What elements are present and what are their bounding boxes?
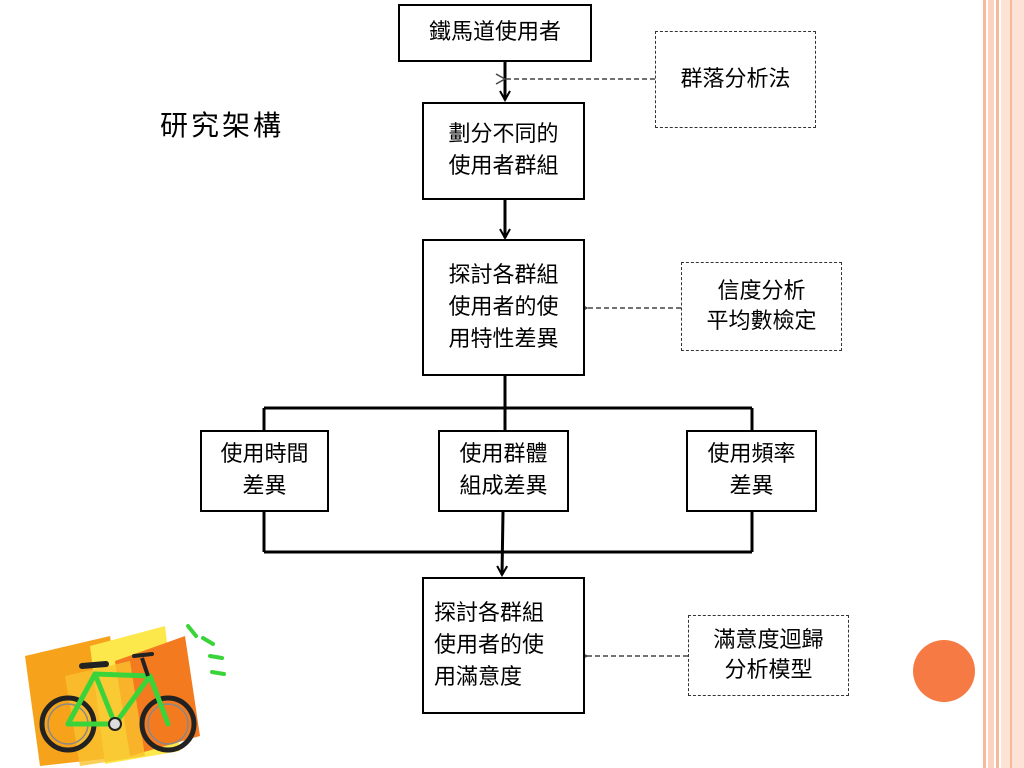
right-stripe-1 — [983, 0, 986, 768]
arrow-merge-to-satisfaction — [502, 511, 503, 575]
right-stripe-5 — [1010, 0, 1012, 768]
node-explore-traits: 探討各群組 使用者的使 用特性差異 — [422, 239, 585, 376]
method-satisfaction-regression: 滿意度迴歸 分析模型 — [688, 615, 849, 696]
right-stripe-4 — [1001, 0, 1024, 768]
slide-title: 研究架構 — [160, 109, 285, 142]
node-frequency-difference: 使用頻率 差異 — [686, 430, 817, 512]
node-group-composition-difference: 使用群體 組成差異 — [438, 430, 569, 512]
orange-circle-decoration — [913, 640, 975, 702]
right-stripe-3 — [996, 0, 999, 768]
node-explore-satisfaction: 探討各群組 使用者的使 用滿意度 — [422, 577, 585, 714]
node-bikeway-users: 鐵馬道使用者 — [398, 4, 592, 62]
method-cluster-analysis: 群落分析法 — [655, 31, 816, 128]
bicycle-clipart — [25, 624, 226, 766]
right-stripe-2 — [988, 0, 994, 768]
node-time-difference: 使用時間 差異 — [200, 430, 329, 512]
method-reliability-mean-test: 信度分析 平均數檢定 — [681, 262, 842, 351]
node-divide-groups: 劃分不同的 使用者群組 — [422, 102, 585, 200]
